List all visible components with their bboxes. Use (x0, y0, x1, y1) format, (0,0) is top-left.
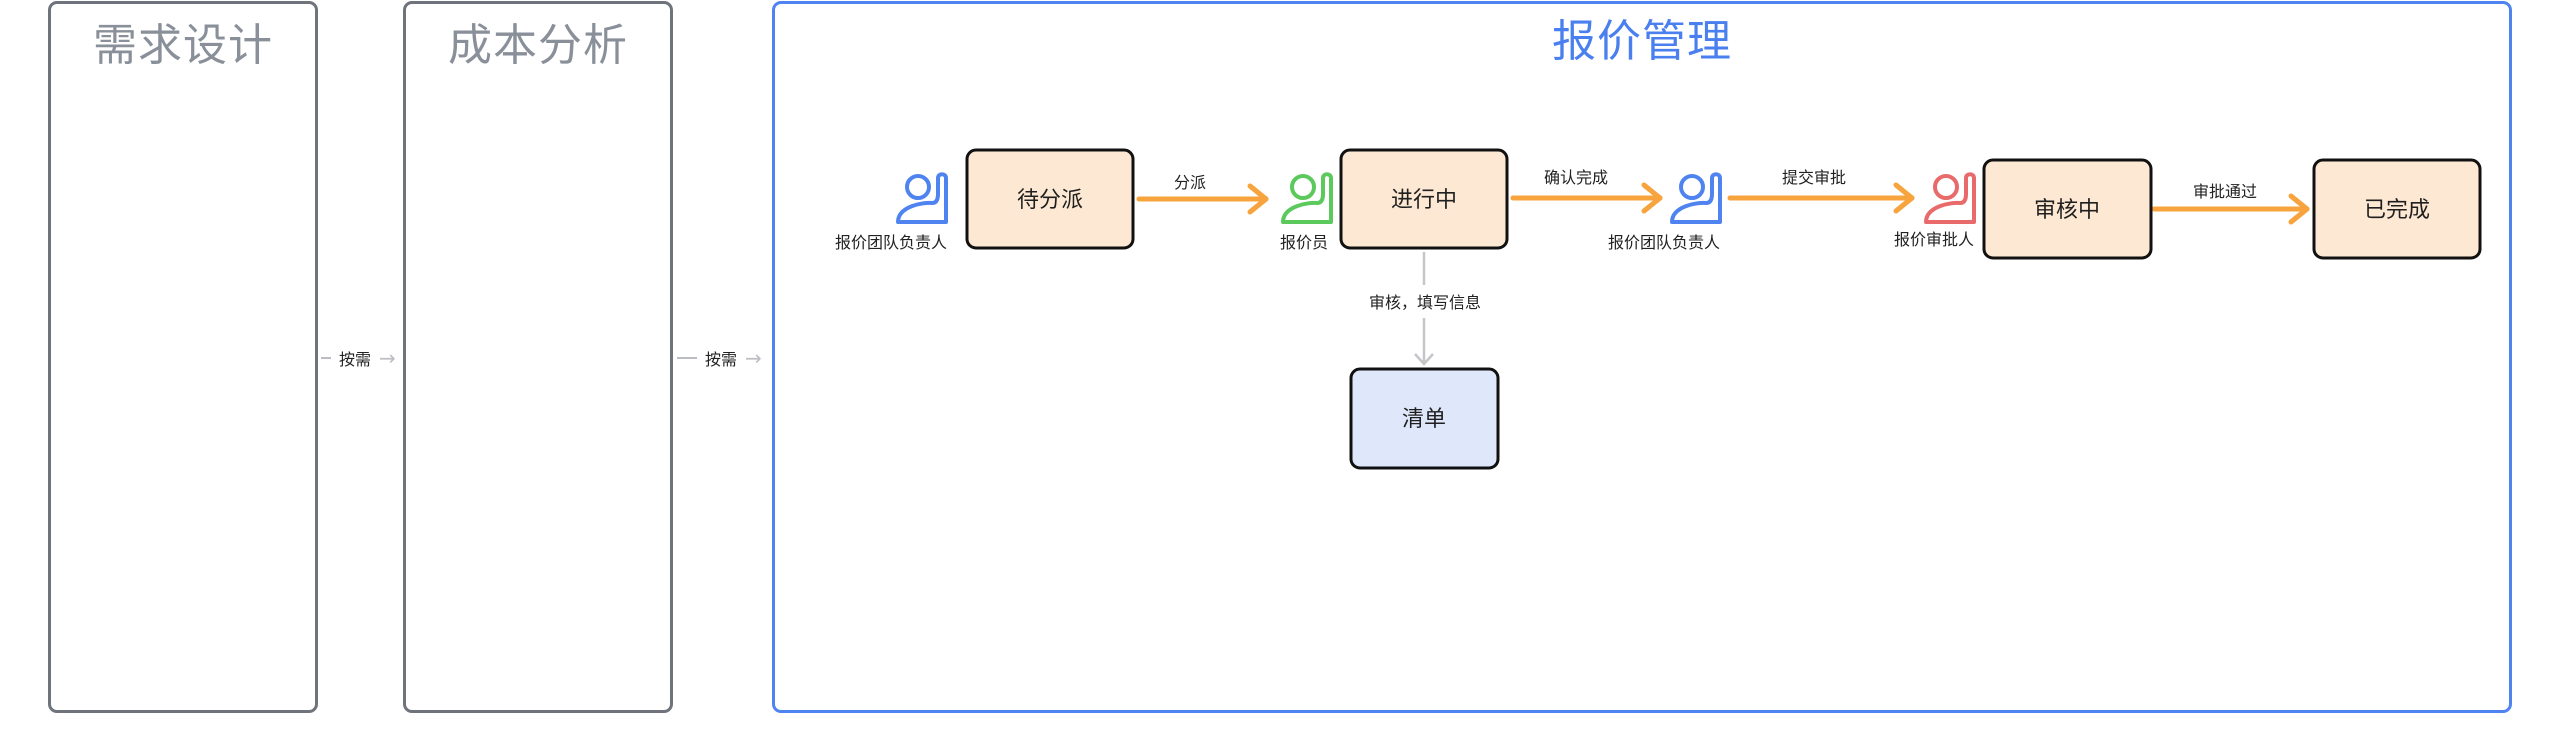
role-quote-team-lead-2: 报价团队负责人 (1608, 172, 1722, 252)
role-label: 报价审批人 (1894, 230, 1974, 249)
edge-label: 分派 (1174, 173, 1206, 192)
arrow-right-icon: → (379, 346, 396, 370)
edge-approved: 审批通过 (2151, 182, 2310, 225)
lane-title: 需求设计 (93, 20, 273, 71)
node-reviewing[interactable]: 审核中 (1982, 158, 2153, 260)
lane-connector: 按需 → (321, 346, 396, 370)
edge-label: 审批通过 (2193, 182, 2257, 201)
arrowhead (1247, 183, 1269, 215)
node-label: 待分派 (1017, 188, 1083, 213)
lane-title: 报价管理 (1552, 16, 1732, 67)
lane-cost-analysis: 成本分析 (403, 1, 673, 713)
arrowhead (2288, 193, 2310, 225)
edge-label: 审核，填写信息 (1369, 293, 1481, 312)
arrowhead (1414, 353, 1434, 366)
edge-label: 确认完成 (1544, 168, 1608, 187)
node-box (1339, 148, 1509, 250)
arrow-right-icon: → (745, 346, 762, 370)
edge-label: 提交审批 (1782, 168, 1846, 187)
node-pending[interactable]: 待分派 (965, 148, 1135, 250)
connector-line (321, 357, 331, 359)
node-box (2312, 158, 2482, 260)
node-list[interactable]: 清单 (1349, 367, 1500, 470)
lane-quote-management: 报价管理 (772, 1, 2512, 713)
edge-assign: 分派 (1136, 173, 1269, 215)
edge-submit-approval: 提交审批 (1727, 168, 1915, 214)
node-box (1349, 367, 1500, 470)
node-box (965, 148, 1135, 250)
arrowhead (1893, 182, 1915, 214)
connector-label: 按需 (705, 350, 738, 369)
node-label: 清单 (1402, 407, 1446, 432)
person-icon (1281, 172, 1333, 224)
role-quote-approver: 报价审批人 (1894, 172, 1976, 249)
node-label: 审核中 (2034, 198, 2100, 223)
person-icon (1670, 172, 1722, 224)
node-done[interactable]: 已完成 (2312, 158, 2482, 260)
lane-connector: 按需 → (677, 346, 762, 370)
role-label: 报价团队负责人 (835, 233, 947, 252)
role-quote-team-lead: 报价团队负责人 (835, 172, 948, 252)
node-label: 已完成 (2364, 198, 2430, 223)
role-quoter: 报价员 (1280, 172, 1333, 252)
lane-requirements-design: 需求设计 (48, 1, 318, 713)
node-label: 进行中 (1391, 188, 1457, 213)
role-label: 报价团队负责人 (1608, 233, 1720, 252)
person-icon (1924, 172, 1976, 224)
role-label: 报价员 (1280, 233, 1328, 252)
connector-line (677, 357, 697, 359)
edge-confirm-complete: 确认完成 (1510, 168, 1663, 214)
lane-title: 成本分析 (448, 20, 628, 71)
edge-review-fill-info: 审核，填写信息 (1369, 252, 1481, 366)
arrowhead (1641, 182, 1663, 214)
node-box (1982, 158, 2153, 260)
person-icon (896, 172, 948, 224)
connector-label: 按需 (339, 350, 372, 369)
node-in-progress[interactable]: 进行中 (1339, 148, 1509, 250)
